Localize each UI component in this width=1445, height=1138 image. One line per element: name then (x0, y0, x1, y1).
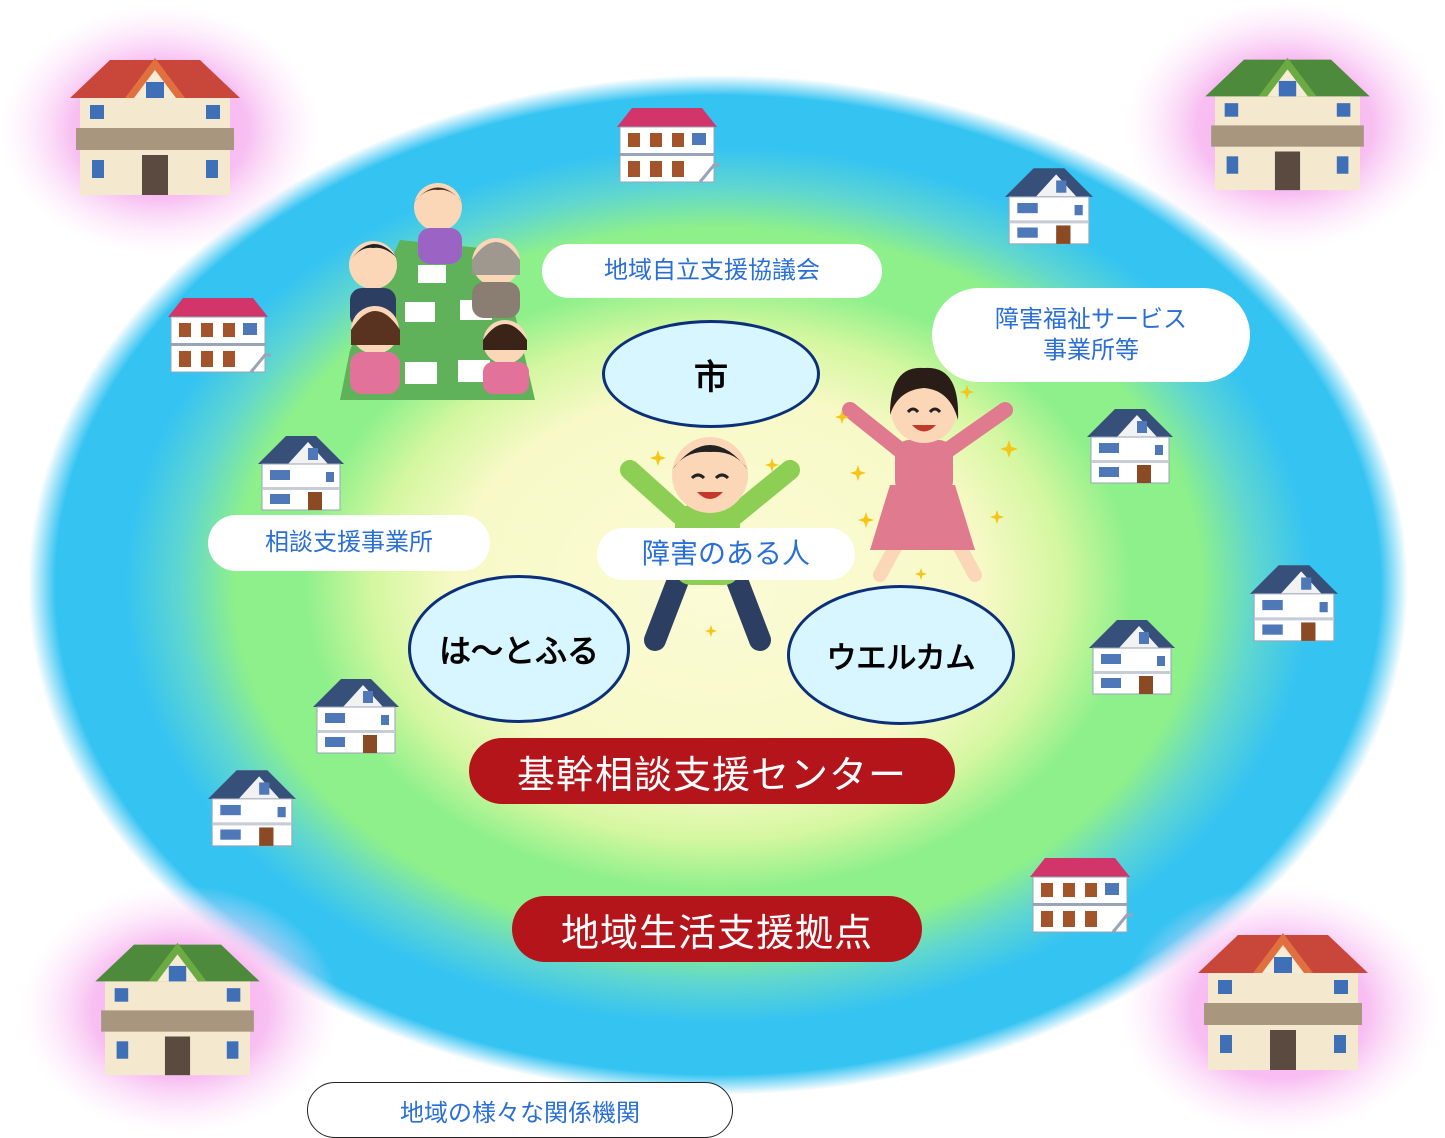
house-icon (1198, 933, 1368, 1070)
house-icon (70, 58, 240, 195)
city-oval: 市 (602, 320, 820, 428)
cheering-woman-icon (842, 367, 1013, 582)
core-center-banner: 基幹相談支援センター (469, 738, 955, 804)
heartful-oval: は〜とふる (408, 575, 630, 723)
house-icon (1205, 57, 1370, 191)
welcome-oval: ウエルカム (787, 585, 1015, 725)
apartment-icon (615, 106, 722, 184)
welfare-services-label: 障害福祉サービス 事業所等 (932, 288, 1250, 382)
person-with-disability-label: 障害のある人 (597, 528, 855, 580)
house-icon (95, 942, 260, 1076)
consultation-office-label: 相談支援事業所 (208, 515, 490, 571)
meeting-people-icon (340, 183, 535, 400)
apartment-icon (166, 296, 273, 374)
regional-base-banner: 地域生活支援拠点 (512, 896, 922, 962)
apartment-icon (1028, 856, 1135, 934)
council-label: 地域自立支援協議会 (542, 244, 882, 298)
related-agencies-label: 地域の様々な関係機関 (307, 1082, 733, 1138)
